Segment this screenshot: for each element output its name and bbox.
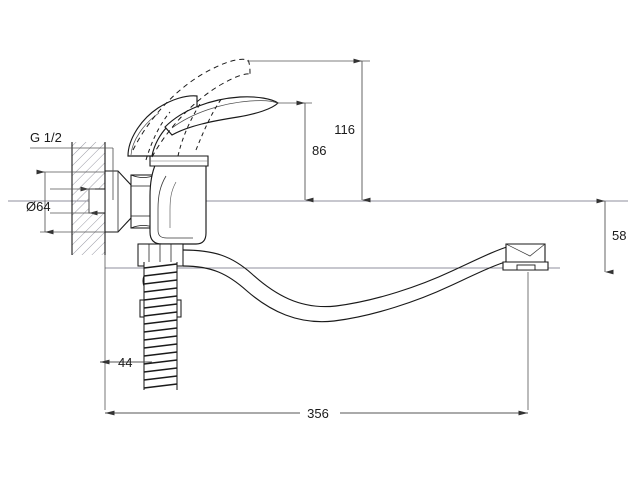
hose-coil-texture [143,263,178,389]
shower-hose [143,262,178,390]
spout-lower-profile [182,259,513,323]
inlet-thread-stub [88,188,106,214]
escutcheon-diameter-dimension: Ø64 [26,169,105,235]
escutcheon-diameter-label: Ø64 [26,199,51,214]
dimension-116: 116 [247,58,371,203]
cartridge-collar [149,155,209,167]
lever-arm-crease [171,100,278,129]
dimension-86: 86 [277,100,326,203]
dimension-86-label: 86 [312,143,326,158]
mixer-body [149,159,207,245]
dim356-label-backdrop [300,405,340,421]
dimension-58: 58 [596,198,626,275]
swan-neck-spout [182,245,513,323]
thread-size-callout: G 1/2 [30,130,114,200]
dimension-356-label: 356 [307,406,329,421]
dimension-44-label: 44 [118,355,132,370]
dimension-58-label: 58 [612,228,626,243]
aerator-outlet [516,264,536,271]
raised-lever-guide-1 [195,97,223,151]
dimension-356: 356 [105,272,529,421]
mixer-body-shading [169,181,177,228]
dimension-44: 44 [100,255,152,410]
lever-handle [127,95,279,157]
aerator-facet [505,243,546,257]
mixer-body-outline [149,159,207,245]
mixer-body-inner-highlight [157,175,193,239]
dimension-116-label: 116 [334,122,355,137]
thread-size-label: G 1/2 [30,130,62,145]
spout-upper-profile [182,245,511,308]
raised-lever-upper-edge [132,58,249,151]
aerator [502,243,549,271]
